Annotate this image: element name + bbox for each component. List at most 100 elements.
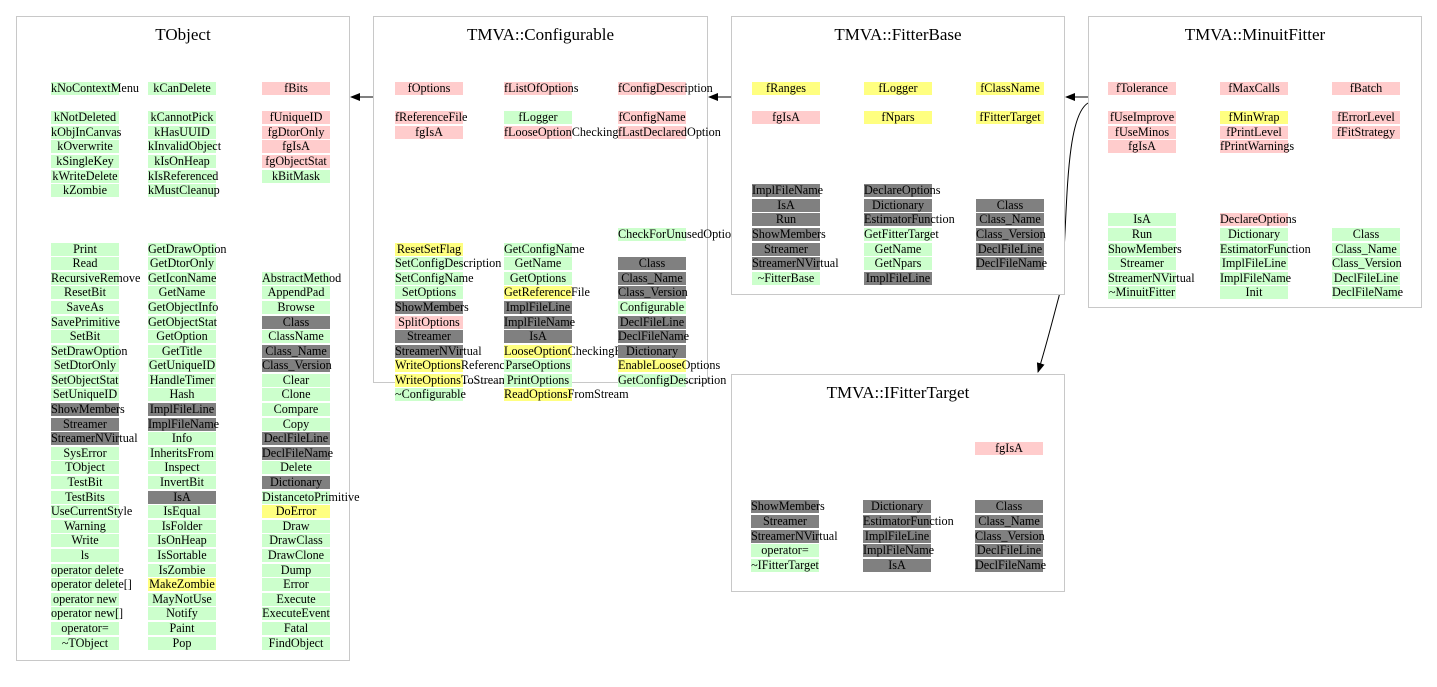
member-cell[interactable]: fConfigName bbox=[618, 110, 686, 125]
member-cell[interactable]: kObjInCanvas bbox=[51, 125, 121, 140]
member-cell[interactable]: SetDrawOption bbox=[51, 344, 128, 359]
member-cell[interactable]: fgIsA bbox=[975, 441, 1043, 456]
member-cell[interactable]: Run bbox=[752, 212, 820, 227]
member-cell[interactable]: fClassName bbox=[976, 81, 1044, 96]
member-cell[interactable]: GetReferenceFile bbox=[504, 285, 590, 300]
member-cell[interactable]: GetDrawOption bbox=[148, 242, 227, 257]
member-cell[interactable]: GetUniqueID bbox=[148, 358, 216, 373]
member-cell[interactable]: ShowMembers bbox=[752, 227, 826, 242]
member-cell[interactable]: UseCurrentStyle bbox=[51, 504, 132, 519]
member-cell[interactable]: GetName bbox=[148, 285, 216, 300]
member-cell[interactable]: fConfigDescription bbox=[618, 81, 713, 96]
member-cell[interactable]: kCannotPick bbox=[148, 110, 216, 125]
member-cell[interactable]: ShowMembers bbox=[51, 402, 125, 417]
member-cell[interactable]: SetConfigName bbox=[395, 271, 474, 286]
member-cell[interactable]: EstimatorFunction bbox=[863, 514, 954, 529]
member-cell[interactable]: Streamer bbox=[51, 417, 119, 432]
member-cell[interactable]: ShowMembers bbox=[395, 300, 469, 315]
member-cell[interactable]: EstimatorFunction bbox=[864, 212, 955, 227]
member-cell[interactable]: SetConfigDescription bbox=[395, 256, 501, 271]
member-cell[interactable]: SetBit bbox=[51, 329, 119, 344]
member-cell[interactable]: IsA bbox=[752, 198, 820, 213]
member-cell[interactable]: GetConfigDescription bbox=[618, 373, 726, 388]
member-cell[interactable]: ParseOptions bbox=[504, 358, 572, 373]
member-cell[interactable]: DistancetoPrimitive bbox=[262, 490, 359, 505]
member-cell[interactable]: fMaxCalls bbox=[1220, 81, 1288, 96]
member-cell[interactable]: operator= bbox=[751, 543, 819, 558]
member-cell[interactable]: Clone bbox=[262, 387, 330, 402]
member-cell[interactable]: DeclFileLine bbox=[1332, 271, 1400, 286]
member-cell[interactable]: ~FitterBase bbox=[752, 271, 820, 286]
member-cell[interactable]: DeclFileName bbox=[975, 558, 1046, 573]
member-cell[interactable]: GetName bbox=[504, 256, 572, 271]
member-cell[interactable]: ImplFileName bbox=[752, 183, 823, 198]
member-cell[interactable]: ShowMembers bbox=[751, 499, 825, 514]
member-cell[interactable]: Class_Name bbox=[976, 212, 1044, 227]
member-cell[interactable]: SaveAs bbox=[51, 300, 119, 315]
member-cell[interactable]: DeclFileLine bbox=[976, 242, 1044, 257]
member-cell[interactable]: fUniqueID bbox=[262, 110, 330, 125]
member-cell[interactable]: fUseMinos bbox=[1108, 125, 1176, 140]
member-cell[interactable]: StreamerNVirtual bbox=[752, 256, 839, 271]
member-cell[interactable]: Notify bbox=[148, 606, 216, 621]
member-cell[interactable]: ShowMembers bbox=[1108, 242, 1182, 257]
member-cell[interactable]: Dictionary bbox=[863, 499, 931, 514]
member-cell[interactable]: Error bbox=[262, 577, 330, 592]
member-cell[interactable]: Dictionary bbox=[262, 475, 330, 490]
member-cell[interactable]: ImplFileLine bbox=[863, 529, 931, 544]
member-cell[interactable]: ClassName bbox=[262, 329, 330, 344]
member-cell[interactable]: InvertBit bbox=[148, 475, 216, 490]
member-cell[interactable]: Class_Name bbox=[262, 344, 330, 359]
member-cell[interactable]: DeclFileName bbox=[1332, 285, 1403, 300]
member-cell[interactable]: fgIsA bbox=[752, 110, 820, 125]
member-cell[interactable]: Class_Version bbox=[1332, 256, 1402, 271]
member-cell[interactable]: kIsReferenced bbox=[148, 169, 218, 184]
member-cell[interactable]: kZombie bbox=[51, 183, 119, 198]
member-cell[interactable]: fBatch bbox=[1332, 81, 1400, 96]
member-cell[interactable]: kNotDeleted bbox=[51, 110, 119, 125]
member-cell[interactable]: Draw bbox=[262, 519, 330, 534]
member-cell[interactable]: DrawClass bbox=[262, 533, 330, 548]
member-cell[interactable]: ls bbox=[51, 548, 119, 563]
member-cell[interactable]: Streamer bbox=[751, 514, 819, 529]
member-cell[interactable]: Class bbox=[1332, 227, 1400, 242]
member-cell[interactable]: ~IFitterTarget bbox=[751, 558, 819, 573]
member-cell[interactable]: Class bbox=[975, 499, 1043, 514]
member-cell[interactable]: Dump bbox=[262, 563, 330, 578]
member-cell[interactable]: Dictionary bbox=[618, 344, 686, 359]
member-cell[interactable]: Hash bbox=[148, 387, 216, 402]
member-cell[interactable]: operator= bbox=[51, 621, 119, 636]
member-cell[interactable]: Copy bbox=[262, 417, 330, 432]
member-cell[interactable]: FindObject bbox=[262, 636, 330, 651]
member-cell[interactable]: Init bbox=[1220, 285, 1288, 300]
member-cell[interactable]: Clear bbox=[262, 373, 330, 388]
member-cell[interactable]: IsEqual bbox=[148, 504, 216, 519]
member-cell[interactable]: DrawClone bbox=[262, 548, 330, 563]
member-cell[interactable]: ImplFileName bbox=[148, 417, 219, 432]
member-cell[interactable]: GetObjectStat bbox=[148, 315, 217, 330]
member-cell[interactable]: ImplFileName bbox=[863, 543, 934, 558]
member-cell[interactable]: fListOfOptions bbox=[504, 81, 578, 96]
member-cell[interactable]: fgIsA bbox=[395, 125, 463, 140]
member-cell[interactable]: fMinWrap bbox=[1220, 110, 1288, 125]
member-cell[interactable]: IsFolder bbox=[148, 519, 216, 534]
member-cell[interactable]: IsZombie bbox=[148, 563, 216, 578]
member-cell[interactable]: SplitOptions bbox=[395, 315, 463, 330]
member-cell[interactable]: fTolerance bbox=[1108, 81, 1176, 96]
member-cell[interactable]: GetFitterTarget bbox=[864, 227, 939, 242]
member-cell[interactable]: fLastDeclaredOption bbox=[618, 125, 721, 140]
member-cell[interactable]: GetTitle bbox=[148, 344, 216, 359]
member-cell[interactable]: Browse bbox=[262, 300, 330, 315]
member-cell[interactable]: StreamerNVirtual bbox=[395, 344, 482, 359]
member-cell[interactable]: fFitterTarget bbox=[976, 110, 1044, 125]
member-cell[interactable]: kOverwrite bbox=[51, 139, 119, 154]
member-cell[interactable]: fUseImprove bbox=[1108, 110, 1176, 125]
member-cell[interactable]: MakeZombie bbox=[148, 577, 216, 592]
member-cell[interactable]: ~MinuitFitter bbox=[1108, 285, 1176, 300]
member-cell[interactable]: Class_Name bbox=[1332, 242, 1400, 257]
member-cell[interactable]: HandleTimer bbox=[148, 373, 216, 388]
member-cell[interactable]: fFitStrategy bbox=[1332, 125, 1400, 140]
member-cell[interactable]: SetUniqueID bbox=[51, 387, 119, 402]
